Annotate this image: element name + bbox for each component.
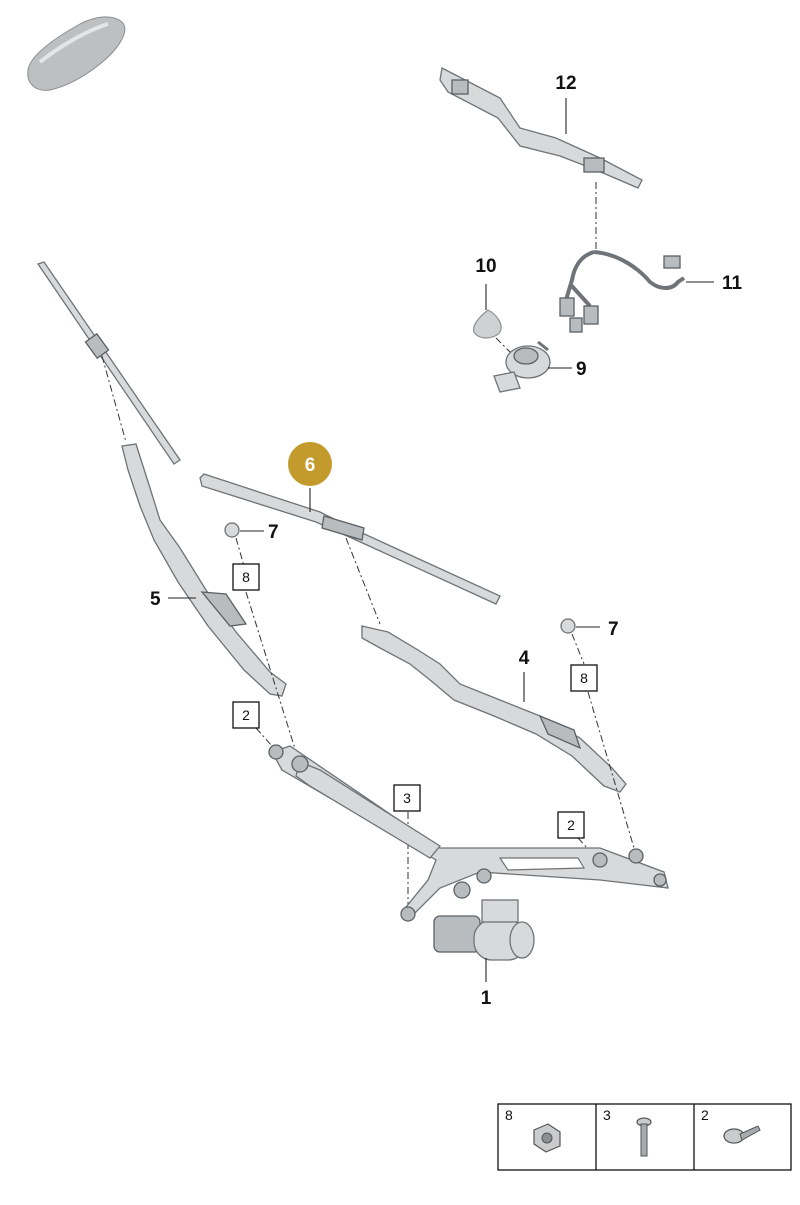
svg-text:2: 2	[567, 817, 575, 833]
legend-cell-8[interactable]: 8	[505, 1107, 561, 1153]
wiper-blade-left[interactable]	[36, 261, 181, 465]
callout-11[interactable]: 11	[722, 273, 743, 294]
svg-text:8: 8	[242, 569, 250, 585]
flange-bolt-icon	[723, 1125, 761, 1144]
callout-10[interactable]: 10	[475, 256, 496, 277]
callout-7-right[interactable]: 7	[608, 619, 619, 640]
vehicle-thumbnail-icon	[27, 16, 126, 91]
assembly-line-blade-6	[345, 537, 381, 625]
svg-text:3: 3	[403, 790, 411, 806]
hex-nut-icon	[533, 1123, 561, 1153]
boxed-callout-8-left[interactable]: 8	[232, 563, 260, 591]
boxed-callout-2-right[interactable]: 2	[557, 811, 585, 839]
legend-cell-3[interactable]: 3	[603, 1107, 652, 1157]
legend-label-8: 8	[505, 1107, 513, 1123]
callout-12[interactable]: 12	[555, 73, 576, 94]
legend-cell-2[interactable]: 2	[701, 1107, 761, 1144]
bolt-icon	[636, 1117, 652, 1157]
assembly-line-7-8-left	[235, 537, 297, 753]
wiring-harness-part-11[interactable]	[559, 250, 686, 333]
callout-1[interactable]: 1	[481, 988, 492, 1009]
bracket-part-12[interactable]	[439, 67, 643, 189]
cap-part-7-left[interactable]	[224, 522, 240, 538]
boxed-callout-2-left[interactable]: 2	[232, 701, 260, 729]
wiper-arm-part-4[interactable]	[361, 625, 627, 793]
svg-text:8: 8	[580, 670, 588, 686]
fastener-legend: 8 3 2	[497, 1103, 792, 1171]
wiper-arm-part-5[interactable]	[121, 443, 287, 697]
svg-text:2: 2	[242, 707, 250, 723]
assembly-line-7-8-right	[571, 633, 635, 849]
callout-6-highlight[interactable]	[288, 442, 332, 486]
callout-9[interactable]: 9	[576, 359, 587, 380]
wiper-linkage-part-1[interactable]	[268, 744, 669, 922]
gel-pad-part-10[interactable]	[473, 309, 502, 339]
boxed-callout-3[interactable]: 3	[393, 784, 421, 812]
rain-sensor-part-9[interactable]	[493, 340, 551, 393]
assembly-line-10-9	[495, 337, 513, 355]
callout-5[interactable]: 5	[150, 589, 161, 610]
callout-4[interactable]: 4	[519, 648, 530, 669]
wiper-motor-part-1[interactable]	[433, 899, 535, 961]
assembly-line-2-right	[577, 837, 599, 861]
legend-label-2: 2	[701, 1107, 709, 1123]
boxed-callout-8-right[interactable]: 8	[570, 664, 598, 692]
callout-7-left[interactable]: 7	[268, 522, 279, 543]
cap-part-7-right[interactable]	[560, 618, 576, 634]
assembly-line-2-left	[255, 727, 273, 747]
legend-label-3: 3	[603, 1107, 611, 1123]
wiper-blade-part-6[interactable]	[199, 473, 501, 605]
callout-6[interactable]: 6	[305, 455, 316, 476]
